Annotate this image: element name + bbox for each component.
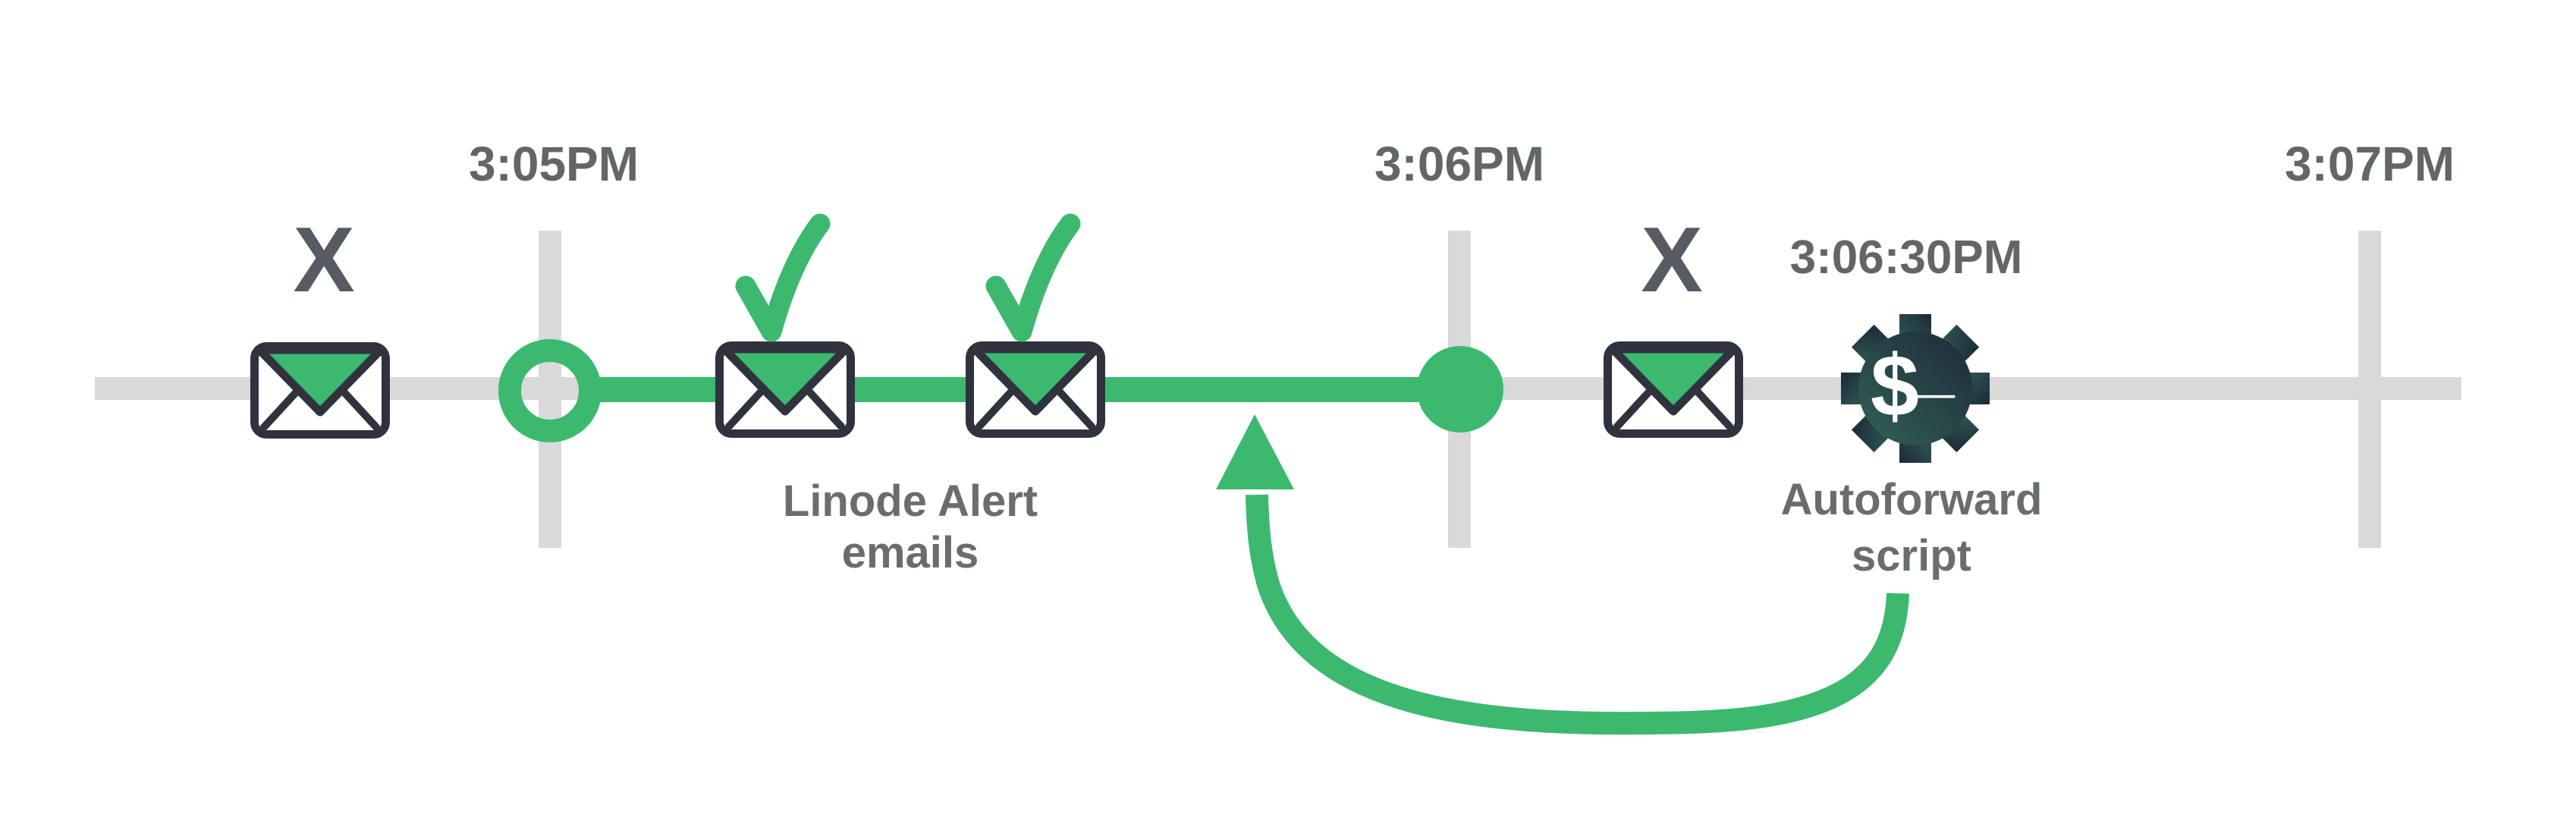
script-caption-line2: script (1852, 531, 1971, 580)
tick-label-3-05pm: 3:05PM (469, 137, 639, 191)
envelope-icon-blocked-2 (1608, 346, 1739, 434)
x-icon: X (1641, 208, 1702, 311)
gear-body (1858, 332, 1972, 445)
filled-circle-marker (1417, 346, 1503, 432)
envelope-icon-blocked-1 (255, 347, 386, 435)
script-time-label: 3:06:30PM (1790, 231, 2023, 284)
script-caption-line1: Autoforward (1781, 475, 2043, 524)
emails-caption-line2: emails (842, 528, 979, 577)
curved-arrow-icon (1216, 414, 1909, 735)
tick-label-3-07pm: 3:07PM (2285, 137, 2455, 191)
terminal-cursor-symbol: _ (1914, 325, 1956, 405)
emails-caption: Linode Alert emails (783, 476, 1038, 577)
open-circle-marker (498, 339, 602, 442)
terminal-prompt-symbol: $ (1871, 338, 1919, 435)
tick-3-07pm (2358, 231, 2381, 548)
checkmark-icon (996, 224, 1070, 332)
envelope-icon-delivered-2 (970, 346, 1101, 434)
script-caption: Autoforward script (1781, 475, 2043, 580)
emails-caption-line1: Linode Alert (783, 476, 1038, 526)
x-icon: X (293, 208, 354, 311)
gear-terminal-icon: $ _ (1841, 314, 1990, 463)
tick-label-3-06pm: 3:06PM (1374, 137, 1544, 191)
tick-3-05pm (539, 231, 561, 548)
envelope-icon-delivered-1 (720, 346, 851, 434)
checkmark-icon (746, 224, 820, 332)
